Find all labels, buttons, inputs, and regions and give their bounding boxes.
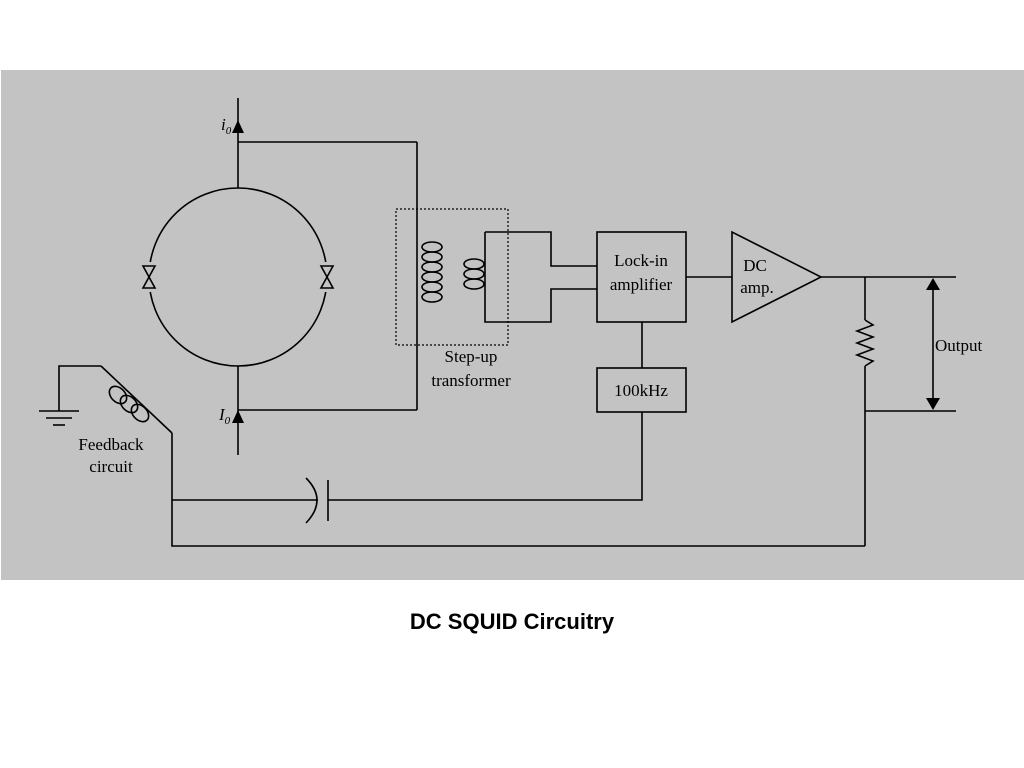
ground-wire: [58, 365, 101, 411]
lockin-amplifier-label-line1: Lock-in: [614, 251, 668, 270]
josephson-junction-right-icon: [319, 262, 335, 292]
diagram-panel: i0 I0 Lock-in amplifier DC amp. 100kHz O…: [1, 70, 1024, 580]
feedback-label-line2: circuit: [89, 457, 133, 476]
josephson-junction-left-icon: [141, 262, 157, 292]
dc-amplifier-label-line1: DC: [743, 256, 767, 275]
figure-caption: DC SQUID Circuitry: [409, 609, 615, 634]
squid-loop: [148, 187, 328, 367]
bias-current-bottom-label: I0: [218, 405, 231, 427]
lockin-amplifier-label-line2: amplifier: [610, 275, 673, 294]
dc-amplifier-label-line2: amp.: [740, 278, 774, 297]
dc-amplifier-triangle: [731, 230, 823, 324]
transformer-dashed-box: [395, 208, 509, 346]
transformer-label-line2: transformer: [431, 371, 511, 390]
squid-circuit-diagram: i0 I0 Lock-in amplifier DC amp. 100kHz O…: [39, 98, 983, 547]
wire-feedback-return: [171, 433, 865, 547]
transformer-primary-coil-icon: [421, 241, 443, 303]
bias-lead-bottom: [232, 366, 417, 455]
wire-transformer-lockin-return: [484, 232, 597, 323]
bias-arrow-top-icon: [232, 120, 244, 133]
transformer-secondary-coil-icon: [463, 258, 485, 290]
feedback-diagonal-wire: [100, 365, 173, 434]
bias-arrow-bottom-icon: [232, 410, 244, 423]
feedback-coil-icon: [108, 385, 150, 423]
feedback-label-line1: Feedback: [78, 435, 144, 454]
transformer-label-line1: Step-up: [445, 347, 498, 366]
resistor-icon: [854, 277, 876, 546]
oscillator-label: 100kHz: [614, 381, 668, 400]
bias-lead-top: [232, 98, 418, 410]
wire-transformer-lockin: [485, 231, 597, 267]
wire-oscillator-capacitor: [328, 412, 643, 501]
output-label: Output: [935, 336, 983, 355]
bias-current-top-label: i0: [221, 115, 232, 137]
output-arrow-icon: [926, 278, 940, 410]
ground-icon: [39, 410, 79, 426]
